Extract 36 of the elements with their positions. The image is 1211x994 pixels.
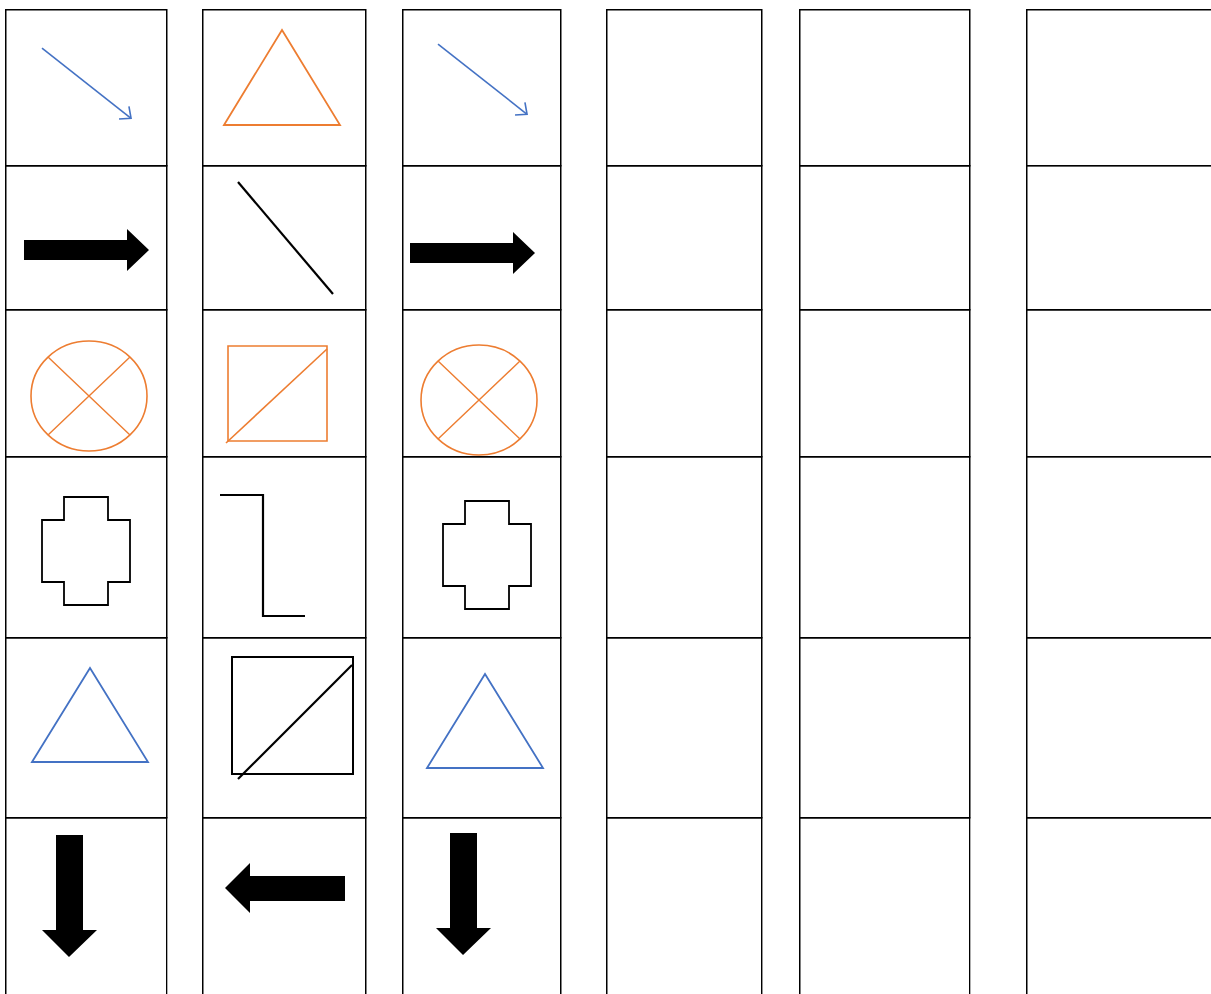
grid-cell (606, 165, 763, 311)
grid-cell (606, 9, 763, 167)
grid-cell (402, 817, 562, 994)
grid-cell (1026, 456, 1211, 639)
grid-cell (1026, 817, 1211, 994)
grid-cell (402, 456, 562, 639)
grid-cell (202, 817, 367, 994)
grid-cell (202, 456, 367, 639)
grid-cell (799, 165, 971, 311)
grid-cell (402, 9, 562, 167)
grid-cell (402, 637, 562, 819)
grid-cell (1026, 9, 1211, 167)
grid-cell (202, 637, 367, 819)
grid-cell (402, 165, 562, 311)
grid-cell (1026, 309, 1211, 458)
grid-cell (202, 309, 367, 458)
grid-cell (799, 817, 971, 994)
grid-cell (5, 309, 168, 458)
grid-cell (5, 165, 168, 311)
grid-cell (5, 637, 168, 819)
grid-cell (5, 456, 168, 639)
grid-cell (402, 309, 562, 458)
grid-cell (5, 817, 168, 994)
grid-cell (799, 637, 971, 819)
grid-cell (606, 456, 763, 639)
grid-cell (799, 9, 971, 167)
grid-cell (1026, 165, 1211, 311)
grid-cell (606, 637, 763, 819)
grid-cell (606, 817, 763, 994)
grid-cell (5, 9, 168, 167)
grid-cell (1026, 637, 1211, 819)
grid-cell (202, 9, 367, 167)
grid-cell (799, 309, 971, 458)
grid-cell (202, 165, 367, 311)
grid-cell (799, 456, 971, 639)
grid-cell (606, 309, 763, 458)
